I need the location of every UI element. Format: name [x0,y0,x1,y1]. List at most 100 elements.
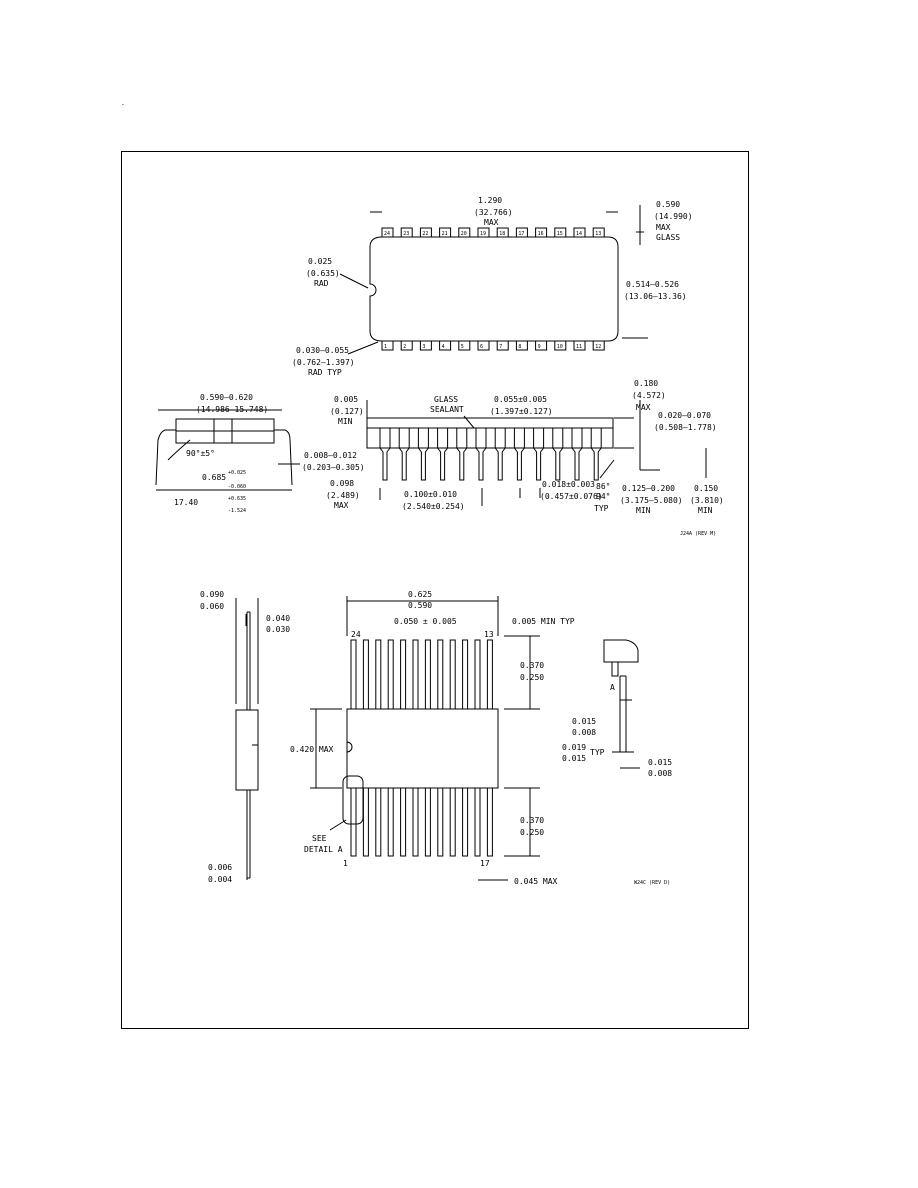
end-span: 0.590–0.620 [200,393,253,402]
flatpak-upper-lead [400,639,407,710]
flatpak-notch [346,741,353,753]
fp-upper-len-max: 0.370 [520,661,544,670]
stray-mark: - [121,101,125,108]
flatpak-lower-lead [400,787,407,857]
side-lead [590,427,602,481]
lead-angle: 86° [596,482,610,491]
lead-thick: 0.008–0.012 [304,451,357,460]
bottom-pin-number: 12 [595,344,601,350]
flatpak-upper-leads [350,639,493,710]
bottom-pin-pad [400,340,413,351]
flatpak-upper-lead [424,639,431,710]
length-mm: (32.766) [474,208,513,217]
side-body-base [366,427,614,449]
flatpak-lower-leads [350,787,493,857]
pitch-mm: (2.540±0.254) [402,502,465,511]
fp-see-2: DETAIL A [304,845,343,854]
lead-tol-minus: -0.060 [228,484,246,490]
min-gap-note: MIN [338,417,353,426]
flatpak-lower-lead [375,787,382,857]
side-lead [513,427,525,481]
min-gap-mm: (0.127) [330,407,364,416]
bottom-pin-pad [535,340,548,351]
detail-a-circle [342,775,364,825]
fp-span-max: 0.625 [408,590,432,599]
end-angle: 90°±5° [186,449,215,458]
top-pin-number: 13 [595,231,601,237]
fp-end-gap: 0.005 MIN TYP [512,617,575,626]
drawing-frame [121,151,749,1029]
ear-label: 0.590 [656,200,680,209]
fp-lower-len-max: 0.370 [520,816,544,825]
fp-span-min: 0.590 [408,601,432,610]
notch-rad: 0.025 [308,257,332,266]
flatpak-lower-lead [474,787,481,857]
detail-a-label: A [610,683,615,692]
flatpak-upper-lead [474,639,481,710]
flatpak-upper-lead [350,639,357,710]
top-pin-number: 18 [499,231,505,237]
top-pin-pad [419,227,432,238]
top-pin-number: 19 [480,231,486,237]
bottom-pin-number: 6 [480,344,483,350]
fp-pin-1: 1 [343,859,348,868]
side-lead [417,427,429,481]
lead-min-mm: (3.810) [690,496,724,505]
fp-pin-12: 17 [480,859,490,868]
top-pin-pad [439,227,452,238]
fp-lead-min: 0.030 [266,625,290,634]
end-view-left-lead [155,429,176,486]
top-pin-number: 23 [403,231,409,237]
bottom-pin-pad [381,340,394,351]
ear-mm: (14.990) [654,212,693,221]
side-lead [494,427,506,481]
side-lead [398,427,410,481]
end-span-mm: (14.986–15.748) [196,405,268,414]
flatpak-upper-lead [375,639,382,710]
flatpak-side-body [235,709,259,791]
shoulder-mm: (1.397±0.127) [490,407,553,416]
length-label: 1.290 [478,196,502,205]
detail-t-min: 0.008 [648,769,672,778]
top-pin-pad [400,227,413,238]
seat: 0.020–0.070 [658,411,711,420]
ear-note2: GLASS [656,233,680,242]
top-pin-pad [515,227,528,238]
side-lead [379,427,391,481]
top-pin-pad [458,227,471,238]
bottom-pin-pad [439,340,452,351]
fp-lead-max: 0.040 [266,614,290,623]
bottom-pin-number: 1 [384,344,387,350]
lead-spread-mm: 17.40 [174,498,198,507]
end-spacing-note: MAX [334,501,349,510]
end-spacing: 0.098 [330,479,354,488]
lead-len-mm: (3.175–5.080) [620,496,683,505]
flatpak-body [346,708,499,789]
fp-lead-thk-max: 0.006 [208,863,232,872]
side-lead [475,427,487,481]
top-pin-number: 21 [442,231,448,237]
bottom-pin-number: 7 [499,344,502,350]
corner-rad: 0.030–0.055 [296,346,349,355]
bottom-pin-pad [515,340,528,351]
fp-pitch: 0.050 ± 0.005 [394,617,457,626]
drawing-id-w24c: W24C (REV D) [634,880,670,886]
end-spacing-mm: (2.489) [326,491,360,500]
top-pin-number: 20 [461,231,467,237]
detail-w-max: 0.019 [562,743,586,752]
top-pin-number: 24 [384,231,390,237]
side-lead [533,427,545,481]
height-mm: (4.572) [632,391,666,400]
top-pin-number: 14 [576,231,582,237]
fp-lower-len-min: 0.250 [520,828,544,837]
bottom-pin-number: 8 [518,344,521,350]
top-pin-pad [477,227,490,238]
bottom-pin-number: 2 [403,344,406,350]
glass-label-1: GLASS [434,395,458,404]
width-mm: (13.06–13.36) [624,292,687,301]
shoulder: 0.055±0.005 [494,395,547,404]
lead-spread: 0.685 [202,473,226,482]
end-view-right-lead [274,429,293,486]
detail-a-body [603,639,639,663]
flatpak-upper-lead [362,639,369,710]
